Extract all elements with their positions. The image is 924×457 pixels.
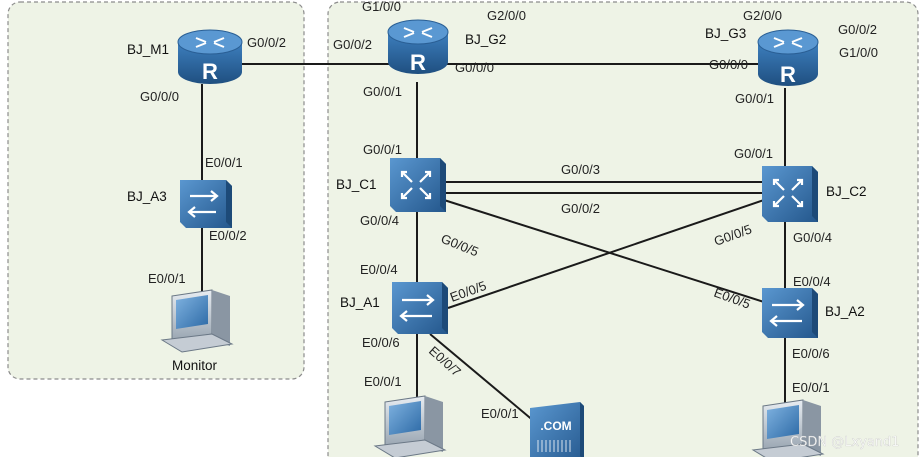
port-label: E0/0/6 [792,346,830,361]
port-label: G0/0/2 [333,37,372,52]
svg-text:R: R [780,62,796,87]
switch-bj-a3-icon[interactable] [180,180,232,228]
port-label: E0/0/1 [148,271,186,286]
port-label: G0/0/4 [360,213,399,228]
switch-bj-a2-icon[interactable] [762,288,818,338]
switch-bj-a1-icon[interactable] [392,282,448,334]
port-label: E0/0/2 [209,228,247,243]
port-label: G0/0/1 [363,84,402,99]
device-label-bj-m1: BJ_M1 [127,42,169,57]
port-label: G2/0/0 [743,8,782,23]
router-bj-g2-icon[interactable]: R [387,19,449,75]
svg-text:R: R [202,59,218,84]
core-switch-bj-c2-icon[interactable] [762,166,818,222]
device-label-bj-g2: BJ_G2 [465,32,506,47]
device-label-monitor: Monitor [172,358,218,373]
server-icon[interactable]: .COM [530,402,584,457]
device-label-bj-c2: BJ_C2 [826,184,867,199]
port-label: G0/0/0 [455,60,494,75]
link-a1-server [429,333,536,423]
port-label: E0/0/1 [792,380,830,395]
port-label: G0/0/2 [838,22,877,37]
link-c1-a2 [443,199,765,303]
port-label: G1/0/0 [839,45,878,60]
port-label: G0/0/2 [247,35,286,50]
port-label: E0/0/4 [360,262,398,277]
port-label: G0/0/1 [363,142,402,157]
port-label: E0/0/1 [205,155,243,170]
port-label: E0/0/1 [364,374,402,389]
links [201,63,786,423]
svg-text:R: R [410,50,426,75]
port-label: G0/0/0 [709,57,748,72]
port-label: G1/0/0 [362,0,401,14]
port-label: E0/0/1 [481,406,519,421]
zone-right [327,1,919,457]
port-label: G0/0/2 [561,201,600,216]
port-label: E0/0/6 [362,335,400,350]
port-label: G0/0/0 [140,89,179,104]
pc-icon[interactable] [373,395,447,457]
watermark-text: CSDN @Lxyand1 [790,435,900,450]
port-label: G2/0/0 [487,8,526,23]
device-label-bj-a1: BJ_A1 [340,295,380,310]
port-label: G0/0/3 [561,162,600,177]
zone-left [7,1,305,380]
device-label-bj-c1: BJ_C1 [336,177,377,192]
link-c2-a1 [447,199,765,309]
server-label: .COM [540,419,571,433]
pc-icon[interactable] [751,399,825,457]
port-label: G0/0/4 [793,230,832,245]
pc-monitor-icon[interactable] [160,289,234,353]
router-bj-g3-icon[interactable]: R [757,29,819,87]
port-label: E0/0/4 [793,274,831,289]
device-label-bj-a3: BJ_A3 [127,189,167,204]
device-label-bj-g3: BJ_G3 [705,26,746,41]
router-bj-m1-icon[interactable]: R [177,29,243,84]
port-label: G0/0/1 [734,146,773,161]
port-label: G0/0/1 [735,91,774,106]
core-switch-bj-c1-icon[interactable] [390,158,446,212]
device-label-bj-a2: BJ_A2 [825,304,865,319]
